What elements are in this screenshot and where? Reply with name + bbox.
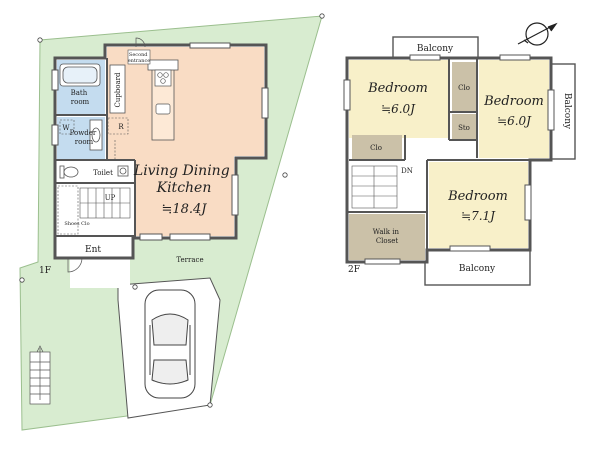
label-wic: Walk in Closet <box>373 228 401 245</box>
label-balcony-top: Balcony <box>417 44 454 54</box>
room-storage <box>452 114 477 140</box>
label-living-size: ≒18.4J <box>161 202 207 217</box>
label-bathroom: Bath room <box>71 89 90 106</box>
label-balcony-right: Balcony <box>562 93 572 130</box>
north-arrow-icon <box>517 22 558 46</box>
label-living: Living Dining Kitchen <box>133 163 234 196</box>
room-closet-b <box>452 62 477 112</box>
label-2f: 2F <box>348 265 360 275</box>
label-bedroom-a: Bedroom <box>367 81 428 96</box>
label-fridge: R <box>118 123 124 131</box>
bathtub-icon <box>59 63 101 87</box>
label-cupboard: Cupboard <box>114 72 122 108</box>
label-1f: 1F <box>39 266 51 276</box>
stairs-2f <box>351 165 398 209</box>
room-bedroom-b <box>479 60 549 158</box>
toilet-icon <box>59 165 79 179</box>
label-powder: Powder room <box>70 129 99 146</box>
site-markers <box>19 13 325 408</box>
label-closet-a: Clo <box>370 144 382 152</box>
room-closet-a <box>352 135 402 159</box>
label-storage: Sto <box>458 124 470 132</box>
label-second-entrance: Second entrance <box>128 52 151 64</box>
label-washer: W <box>62 124 70 132</box>
stove-icon <box>154 69 172 87</box>
entrance-path <box>70 258 130 288</box>
building-2f <box>343 36 576 286</box>
label-terrace: Terrace <box>176 256 203 264</box>
building-1f <box>51 37 269 273</box>
room-bedroom-a <box>349 60 449 138</box>
label-bedroom-a-size: ≒6.0J <box>381 102 416 116</box>
label-bedroom-c: Bedroom <box>447 189 508 204</box>
label-toilet: Toilet <box>93 169 113 177</box>
room-cupboard <box>109 64 126 114</box>
stairs-1f <box>79 187 131 219</box>
label-stairs-up: UP <box>105 194 116 202</box>
room-toilet <box>57 162 132 182</box>
room-wic <box>349 214 425 260</box>
label-balcony-bottom: Balcony <box>459 264 496 274</box>
car-icon <box>144 289 196 399</box>
label-bedroom-b: Bedroom <box>483 94 544 109</box>
room-living <box>107 47 264 236</box>
room-entrance <box>57 238 131 256</box>
label-stairs-dn: DN <box>401 167 413 175</box>
label-bedroom-b-size: ≒6.0J <box>497 114 532 128</box>
room-bedroom-c <box>429 162 528 248</box>
label-shoes: Shoes Clo <box>64 221 89 227</box>
label-entrance: Ent <box>85 245 101 255</box>
label-closet-b: Clo <box>458 84 470 92</box>
outdoor-stairs <box>29 345 51 405</box>
label-bedroom-c-size: ≒7.1J <box>461 209 496 223</box>
sink-icon <box>89 119 103 151</box>
